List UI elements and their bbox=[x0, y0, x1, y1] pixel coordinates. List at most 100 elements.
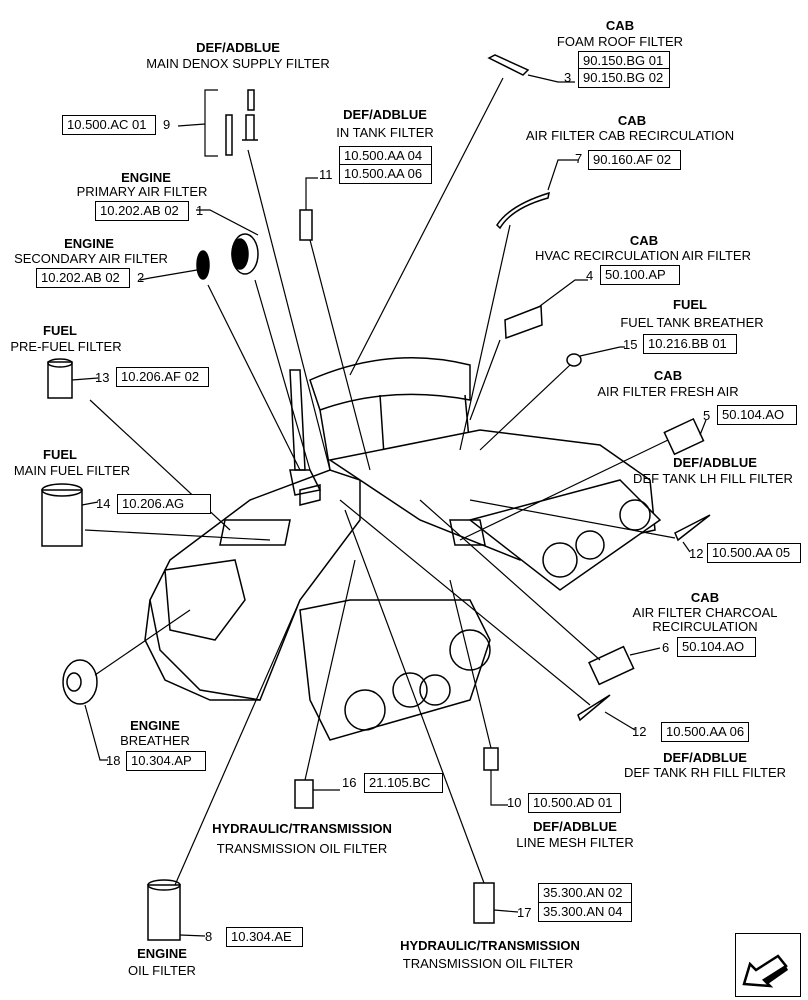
reference-box[interactable]: 35.300.AN 02 bbox=[538, 883, 632, 903]
reference-box[interactable]: 10.500.AA 05 bbox=[707, 543, 801, 563]
item-number: 16 bbox=[342, 775, 357, 790]
part-rh-fill-filter bbox=[577, 694, 611, 722]
item-number: 18 bbox=[106, 753, 121, 768]
item-number: 5 bbox=[703, 408, 711, 423]
part-lh-fill-filter bbox=[674, 514, 711, 542]
reference-box[interactable]: 50.104.AO bbox=[677, 637, 756, 657]
category-label: HYDRAULIC/TRANSMISSION bbox=[400, 938, 580, 953]
part-name-label: TRANSMISSION OIL FILTER bbox=[402, 956, 574, 971]
item-number: 7 bbox=[575, 151, 583, 166]
item-number: 11 bbox=[319, 167, 333, 182]
reference-box[interactable]: 10.500.AC 01 bbox=[62, 115, 156, 135]
leader-lines bbox=[71, 74, 707, 937]
part-fuel-tank-breather bbox=[566, 353, 582, 367]
category-label: DEF/ADBLUE bbox=[196, 40, 280, 55]
item-number: 13 bbox=[95, 370, 110, 385]
part-name-label: AIR FILTER CHARCOAL bbox=[632, 605, 778, 620]
item-number: 2 bbox=[137, 270, 145, 285]
part-name-label: AIR FILTER CAB RECIRCULATION bbox=[525, 128, 735, 143]
category-label: HYDRAULIC/TRANSMISSION bbox=[212, 821, 392, 836]
item-number: 9 bbox=[163, 117, 171, 132]
part-name-label: OIL FILTER bbox=[128, 963, 196, 978]
reference-box[interactable]: 35.300.AN 04 bbox=[538, 902, 632, 922]
item-number: 10 bbox=[507, 795, 522, 810]
part-line-mesh-filter bbox=[483, 747, 499, 771]
category-label: DEF/ADBLUE bbox=[673, 455, 757, 470]
reference-box[interactable]: 10.500.AA 04 bbox=[339, 146, 432, 166]
part-fresh-air-filter bbox=[663, 417, 705, 456]
part-name-label: DEF TANK RH FILL FILTER bbox=[623, 765, 787, 780]
previous-page-button[interactable] bbox=[735, 933, 801, 997]
reference-box[interactable]: 10.304.AE bbox=[226, 927, 303, 947]
item-number: 12 bbox=[632, 724, 647, 739]
reference-box[interactable]: 10.202.AB 02 bbox=[95, 201, 189, 221]
category-label: CAB bbox=[605, 18, 635, 33]
part-name-label: LINE MESH FILTER bbox=[516, 835, 634, 850]
category-label: ENGINE bbox=[137, 946, 187, 961]
reference-box[interactable]: 10.304.AP bbox=[126, 751, 206, 771]
category-label: ENGINE bbox=[130, 718, 180, 733]
category-label: CAB bbox=[653, 368, 683, 383]
reference-box[interactable]: 10.206.AG bbox=[117, 494, 211, 514]
reference-box[interactable]: 10.202.AB 02 bbox=[36, 268, 130, 288]
part-name-label: AIR FILTER FRESH AIR bbox=[597, 384, 739, 399]
reference-box[interactable]: 90.160.AF 02 bbox=[588, 150, 681, 170]
part-hvac-filter bbox=[504, 304, 543, 340]
part-name-label: PRE-FUEL FILTER bbox=[10, 339, 122, 354]
part-foam-roof-filter bbox=[487, 54, 530, 76]
reference-box[interactable]: 90.150.BG 02 bbox=[578, 68, 670, 88]
category-label: FUEL bbox=[43, 447, 77, 462]
part-name-label: IN TANK FILTER bbox=[336, 125, 434, 140]
tractor-illustration bbox=[144, 357, 662, 741]
item-number: 12 bbox=[689, 546, 704, 561]
part-pre-fuel-filter bbox=[47, 358, 73, 399]
item-number: 4 bbox=[586, 268, 594, 283]
category-label: DEF/ADBLUE bbox=[343, 107, 427, 122]
part-charcoal-filter bbox=[588, 645, 635, 686]
category-label: ENGINE bbox=[64, 236, 114, 251]
part-transmission-filter-17 bbox=[473, 882, 495, 924]
part-main-fuel-filter bbox=[41, 483, 83, 547]
category-label: DEF/ADBLUE bbox=[663, 750, 747, 765]
item-number: 1 bbox=[196, 203, 204, 218]
item-number: 3 bbox=[564, 70, 572, 85]
part-name-label: SECONDARY AIR FILTER bbox=[14, 251, 168, 266]
category-label: FUEL bbox=[43, 323, 77, 338]
part-name-label: MAIN DENOX SUPPLY FILTER bbox=[146, 56, 330, 71]
category-label: ENGINE bbox=[121, 170, 171, 185]
item-number: 8 bbox=[205, 929, 213, 944]
part-secondary-air-filter bbox=[196, 250, 210, 280]
reference-box[interactable]: 21.105.BC bbox=[364, 773, 443, 793]
item-number: 17 bbox=[517, 905, 532, 920]
part-name-label: MAIN FUEL FILTER bbox=[13, 463, 131, 478]
reference-box[interactable]: 10.206.AF 02 bbox=[116, 367, 209, 387]
reference-box[interactable]: 10.500.AA 06 bbox=[339, 164, 432, 184]
reference-box[interactable]: 50.104.AO bbox=[717, 405, 797, 425]
part-name-label: TRANSMISSION OIL FILTER bbox=[216, 841, 388, 856]
part-denox-filter bbox=[225, 89, 258, 156]
reference-box[interactable]: 10.500.AA 06 bbox=[661, 722, 749, 742]
part-name-label: PRIMARY AIR FILTER bbox=[76, 184, 208, 199]
reference-box[interactable]: 10.500.AD 01 bbox=[528, 793, 621, 813]
item-number: 6 bbox=[662, 640, 670, 655]
part-oil-filter bbox=[147, 879, 181, 941]
part-primary-air-filter bbox=[231, 233, 259, 275]
item-number: 15 bbox=[623, 337, 638, 352]
item-number: 14 bbox=[96, 496, 111, 511]
part-name-label: DEF TANK LH FILL FILTER bbox=[633, 471, 793, 486]
reference-box[interactable]: 50.100.AP bbox=[600, 265, 680, 285]
reference-box[interactable]: 10.216.BB 01 bbox=[643, 334, 737, 354]
part-transmission-filter-16 bbox=[294, 779, 314, 809]
part-name-label: HVAC RECIRCULATION AIR FILTER bbox=[535, 248, 751, 263]
part-name-label-line2: RECIRCULATION bbox=[652, 619, 758, 634]
part-engine-breather bbox=[62, 659, 98, 705]
part-in-tank-filter bbox=[299, 209, 313, 241]
category-label: FUEL bbox=[673, 297, 707, 312]
part-name-label: FUEL TANK BREATHER bbox=[620, 315, 764, 330]
part-name-label: BREATHER bbox=[120, 733, 190, 748]
part-cab-recirc-filter bbox=[496, 191, 550, 230]
previous-page-arrow-icon bbox=[742, 954, 788, 988]
category-label: CAB bbox=[629, 233, 659, 248]
category-label: CAB bbox=[617, 113, 647, 128]
